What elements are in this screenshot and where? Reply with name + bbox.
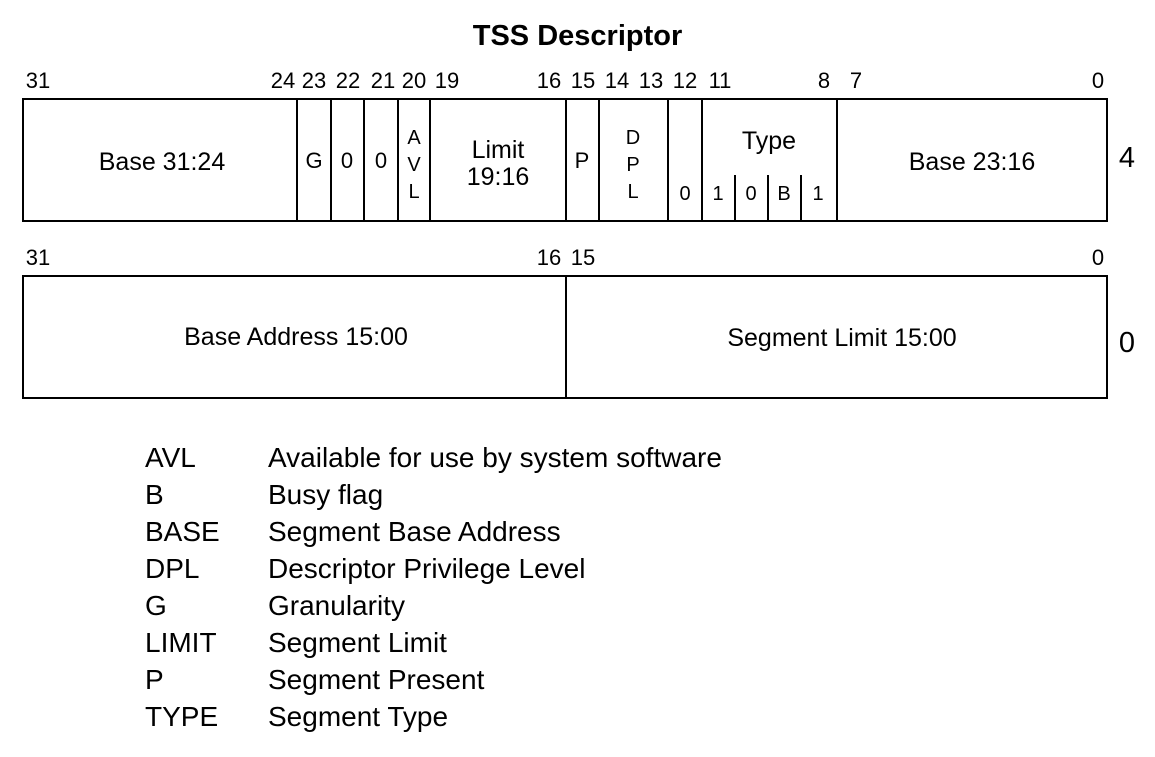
legend-description: Segment Base Address [268, 516, 561, 547]
bit-label-12: 12 [673, 68, 697, 93]
reserved-zero-field: 0 [375, 148, 387, 173]
bit-label-21: 21 [371, 68, 395, 93]
legend-term: TYPE [145, 701, 219, 732]
legend-term: DPL [145, 553, 200, 584]
base-23-16-field: Base 23:16 [909, 148, 1036, 176]
legend-term: LIMIT [145, 627, 217, 658]
bit-label-8: 8 [818, 68, 830, 93]
type-bit: 0 [745, 183, 756, 205]
bit-label-11: 11 [709, 68, 732, 93]
bit-label-0: 0 [1092, 245, 1104, 270]
segment-limit-15-00-field: Segment Limit 15:00 [727, 324, 956, 352]
legend-description: Segment Present [268, 664, 485, 695]
legend-description: Busy flag [268, 479, 384, 510]
type-bit: 1 [812, 183, 823, 205]
word-high-fields: Base 31:24 G 0 0 A V L Limit 19:16 P D P… [99, 127, 1036, 205]
busy-flag-bit: B [777, 183, 790, 205]
bit-label-20: 20 [402, 68, 426, 93]
bit-label-31: 31 [26, 68, 50, 93]
bit-label-19: 19 [435, 68, 459, 93]
bit-labels-low: 31 16 15 0 [26, 245, 1104, 270]
dpl-field-letter: D [626, 127, 640, 149]
bit-label-7: 7 [850, 68, 862, 93]
type-bit: 1 [712, 183, 723, 205]
bit-label-16: 16 [537, 68, 561, 93]
limit-19-16-field: Limit [472, 136, 525, 164]
legend-description: Descriptor Privilege Level [268, 553, 586, 584]
limit-19-16-field: 19:16 [467, 163, 530, 191]
legend-term: BASE [145, 516, 220, 547]
avl-field-letter: L [408, 181, 419, 203]
tss-descriptor-diagram: 31 24 23 22 21 20 19 16 15 14 13 12 11 8… [22, 68, 1135, 399]
dpl-field-letter: L [627, 181, 638, 203]
legend-description: Segment Type [268, 701, 449, 732]
reserved-zero-field: 0 [341, 148, 353, 173]
bit-label-24: 24 [271, 68, 295, 93]
word-offset-0: 0 [1119, 327, 1135, 359]
bit-label-16: 16 [537, 245, 561, 270]
type-field-label: Type [742, 127, 796, 155]
bit-label-0: 0 [1092, 68, 1104, 93]
bit-labels-high: 31 24 23 22 21 20 19 16 15 14 13 12 11 8… [26, 68, 1104, 93]
bit-label-13: 13 [639, 68, 663, 93]
legend-term: AVL [145, 442, 196, 473]
word-offset-4: 4 [1119, 142, 1135, 174]
bit-label-15: 15 [571, 245, 595, 270]
legend-term: B [145, 479, 164, 510]
avl-field-letter: V [407, 154, 421, 176]
legend-term: G [145, 590, 167, 621]
bit-label-23: 23 [302, 68, 326, 93]
bit-label-14: 14 [605, 68, 629, 93]
diagram-title: TSS Descriptor [472, 20, 683, 52]
bit-label-15: 15 [571, 68, 595, 93]
base-31-24-field: Base 31:24 [99, 148, 226, 176]
bit-label-31: 31 [26, 245, 50, 270]
legend-term: P [145, 664, 164, 695]
avl-field-letter: A [407, 127, 421, 149]
base-address-15-00-field: Base Address 15:00 [184, 323, 408, 351]
reserved-zero-field: 0 [679, 183, 690, 205]
p-field: P [575, 148, 590, 173]
legend-description: Segment Limit [268, 627, 447, 658]
legend-description: Available for use by system software [268, 442, 722, 473]
legend-description: Granularity [268, 590, 405, 621]
bit-label-22: 22 [336, 68, 360, 93]
dpl-field-letter: P [626, 154, 639, 176]
word-high-box [22, 98, 1108, 222]
word-low-box [22, 275, 1108, 399]
g-field: G [305, 148, 322, 173]
